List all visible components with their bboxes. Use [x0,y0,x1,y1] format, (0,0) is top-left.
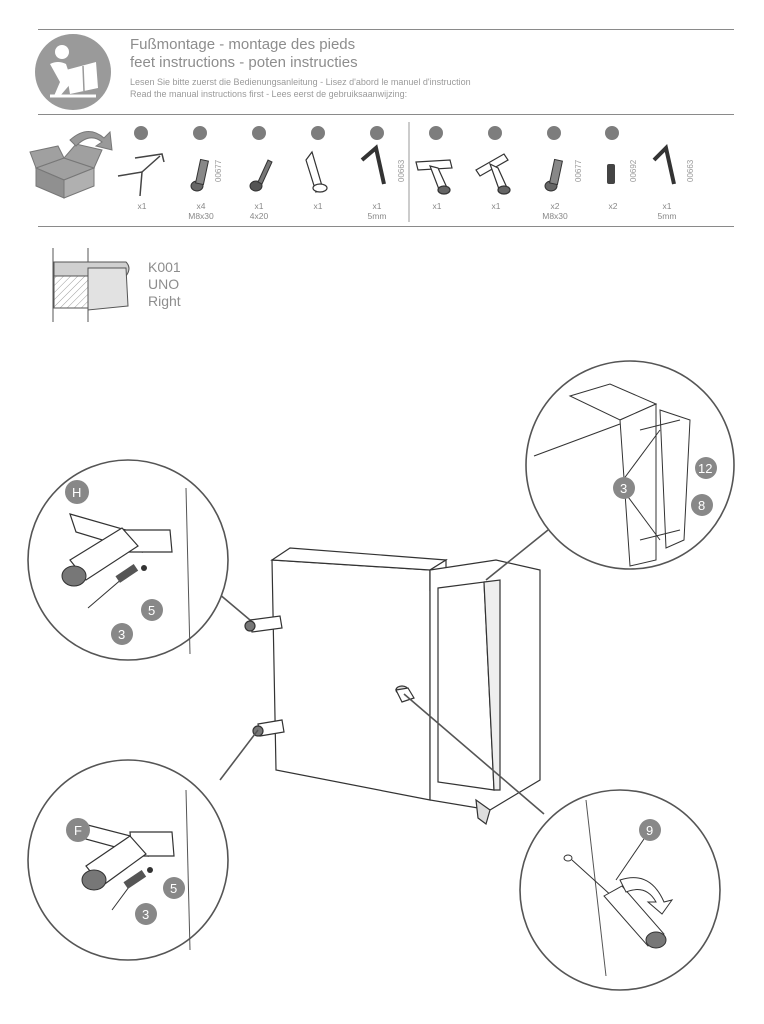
parts-bottom-rule [38,226,734,227]
foot-bracket-h-icon [475,153,511,195]
model-code: K001 [148,259,181,275]
model-label: K001 UNO Right [148,259,181,310]
part-badges [134,126,619,140]
callout-3a: 3 [118,627,125,642]
model-side: Right [148,293,181,309]
detail-circle-foot: 9 [519,789,721,991]
part-spec: 5mm [367,211,387,221]
foot-part-icon [305,150,328,194]
detail-circle-h: H 5 3 [27,459,229,661]
open-box-icon [29,130,113,199]
callout-3c: 3 [620,481,627,496]
part-qty: x2 [608,201,618,211]
part-qty: x1 [254,201,264,211]
part-qty: x1 [491,201,501,211]
part-qty: x1 [432,201,442,211]
model-name: UNO [148,276,180,292]
hex-key-icon [360,144,386,185]
washer-part-icon [607,164,615,184]
part-qty: x2 [550,201,560,211]
title-line-1: Fußmontage - montage des pieds [130,36,356,53]
part-qty: x1 [137,201,147,211]
part-spec: M8x30 [542,211,568,221]
part-spec: M8x30 [188,211,214,221]
part-spec: 5mm [657,211,677,221]
callout-5a: 5 [148,603,155,618]
part-qty: x1 [313,201,323,211]
hex-key-icon-2 [652,144,676,185]
callout-5b: 5 [170,881,177,896]
screw-part-icon [249,159,273,192]
read-manual-icon [35,34,111,110]
foot-bracket-f-icon [415,159,453,195]
part-spec: 4x20 [249,211,269,221]
callout-8: 8 [698,498,705,513]
sofa-module-thumbnail [52,248,130,322]
callout-h: H [72,485,81,500]
callout-12: 12 [698,461,712,476]
part-qty: x4 [196,201,206,211]
callout-f: F [74,823,82,838]
subtitle-line-1: Lesen Sie bitte zuerst die Bedienungsanl… [130,77,471,87]
bolt-part-icon-2 [544,158,564,192]
part-qty: x1 [372,201,382,211]
header-top-rule [38,29,734,30]
detail-circle-bracket: 3 12 8 [525,360,735,570]
title-line-2: feet instructions - poten instructies [130,54,358,71]
part-qty: x1 [662,201,672,211]
header-bottom-rule [38,114,734,115]
bracket-part-icon [117,153,165,197]
callout-3b: 3 [142,907,149,922]
sofa-body [244,547,541,826]
bolt-part-icon [190,158,210,192]
subtitle-line-2: Read the manual instructions first - Lee… [130,89,408,99]
callout-9: 9 [646,823,653,838]
detail-circle-f: F 5 3 [27,759,229,961]
